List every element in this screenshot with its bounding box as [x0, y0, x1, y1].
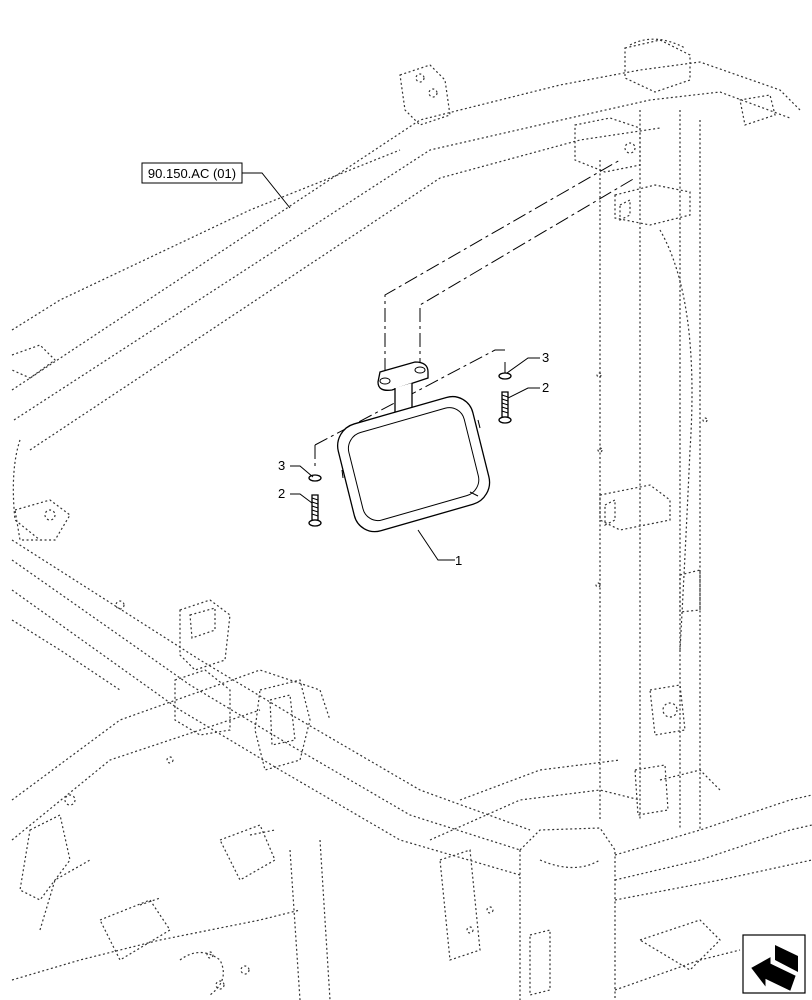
callout-leaders: [242, 172, 540, 561]
reference-label-text: 90.150.AC (01): [148, 166, 236, 181]
view-direction-arrow-icon: [742, 934, 806, 994]
washer-right: [498, 372, 512, 380]
callout-item-2-right: 2: [542, 380, 549, 395]
reference-label[interactable]: 90.150.AC (01): [141, 162, 243, 184]
rearview-mirror-part: [337, 361, 491, 533]
callout-item-3-right: 3: [542, 350, 549, 365]
cab-frame: [11, 38, 812, 1000]
washer-left: [308, 474, 322, 482]
screw-right: [498, 391, 512, 424]
screw-left: [308, 494, 322, 527]
callout-item-3-left: 3: [278, 458, 285, 473]
assembly-reference-lines: [314, 159, 636, 470]
reference-label-box: [141, 162, 243, 184]
callout-item-1: 1: [455, 553, 462, 568]
callout-item-2-left: 2: [278, 486, 285, 501]
